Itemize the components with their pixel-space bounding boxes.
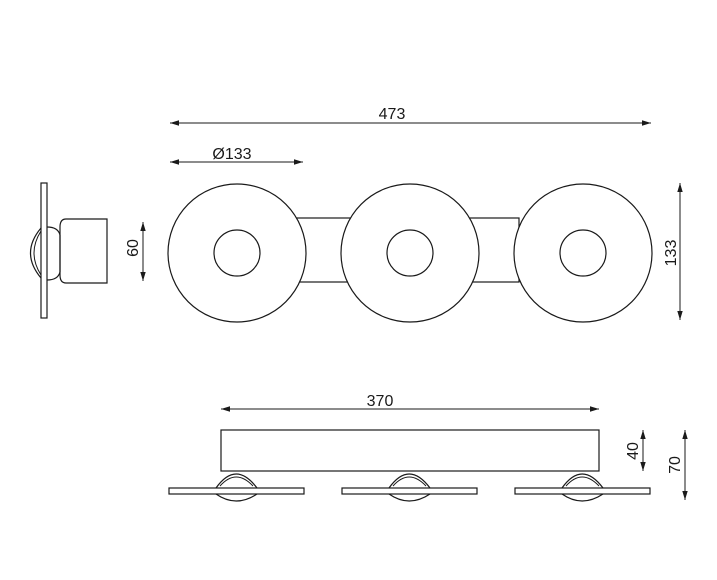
- dim-bar-depth-label: 40: [625, 442, 642, 460]
- side-view: [29, 182, 108, 319]
- dim-disc-diameter: Ø133: [170, 146, 303, 165]
- dim-total-depth-label: 70: [667, 456, 684, 474]
- top-lamp-3: [514, 473, 651, 502]
- top-bar: [220, 429, 600, 472]
- dim-overall-length: 473: [170, 106, 651, 126]
- dim-overall-length-label: 473: [379, 106, 406, 123]
- dim-body-height: 60: [125, 222, 146, 281]
- side-wall-plate: [40, 182, 48, 319]
- front-lens-2: [386, 229, 434, 277]
- top-lamp-2: [341, 473, 478, 502]
- dim-disc-diameter-label: Ø133: [212, 146, 251, 163]
- dim-bar-length-label: 370: [367, 393, 394, 410]
- top-plate-2: [341, 487, 478, 495]
- dim-bar-depth: 40: [625, 430, 646, 471]
- top-plate-3: [514, 487, 651, 495]
- dim-disc-height: 133: [663, 183, 683, 320]
- top-lamp-1: [168, 473, 305, 502]
- top-plate-1: [168, 487, 305, 495]
- top-view: [168, 429, 651, 502]
- dim-total-depth: 70: [667, 430, 688, 500]
- side-dome: [29, 227, 42, 279]
- front-lens-3: [559, 229, 607, 277]
- side-cylinder: [59, 218, 108, 284]
- dim-body-height-label: 60: [125, 239, 142, 257]
- front-view: [167, 183, 653, 323]
- front-disc-2: [340, 183, 480, 323]
- dim-bar-length: 370: [221, 393, 599, 412]
- front-disc-3: [513, 183, 653, 323]
- front-disc-1: [167, 183, 307, 323]
- dim-disc-height-label: 133: [663, 240, 680, 267]
- front-lens-1: [213, 229, 261, 277]
- side-body: [46, 226, 61, 281]
- side-dome-inner: [33, 230, 42, 276]
